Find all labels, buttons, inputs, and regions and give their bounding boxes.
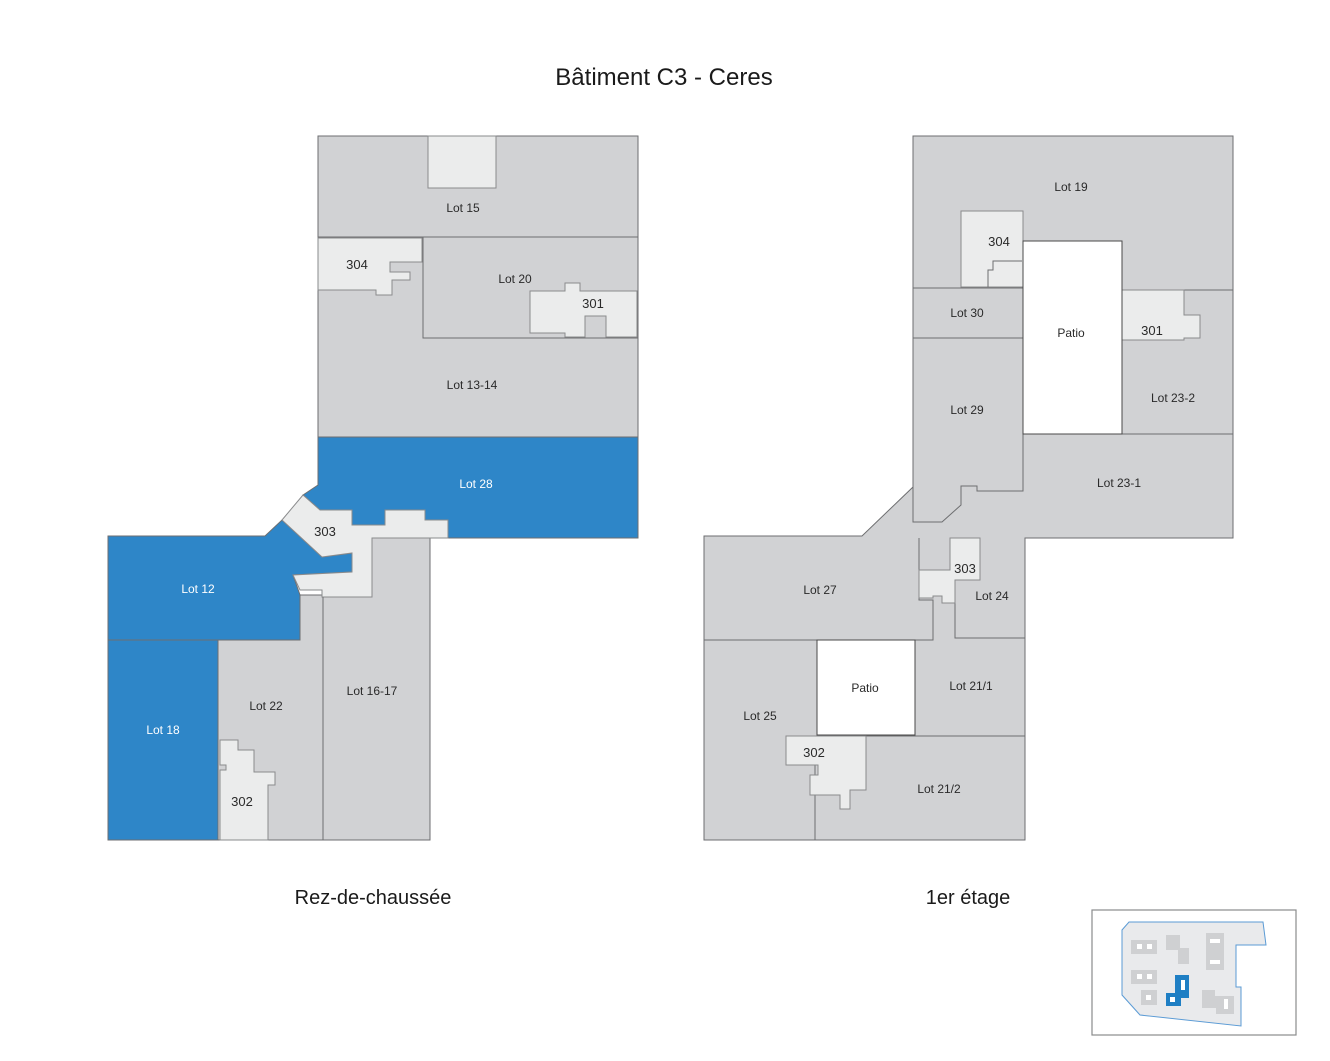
ground-floor-plan: Lot 15 Lot 20 Lot 13-14 Lot 28 Lot 12 Lo…	[107, 135, 639, 909]
ground-floor-title: Rez-de-chaussée	[295, 887, 452, 909]
label-301: 301	[1141, 323, 1163, 338]
label-lot-21-1: Lot 21/1	[949, 679, 993, 693]
label-lot-30: Lot 30	[950, 306, 984, 320]
label-303: 303	[954, 561, 976, 576]
common-304	[317, 237, 423, 296]
first-floor-title: 1er étage	[926, 887, 1011, 909]
label-lot-22: Lot 22	[249, 699, 283, 713]
common-301	[529, 282, 638, 338]
label-lot-23-2: Lot 23-2	[1151, 391, 1195, 405]
minimap-windows	[1137, 939, 1228, 1009]
label-302: 302	[803, 745, 825, 760]
label-lot-21-2: Lot 21/2	[917, 782, 961, 796]
label-lot-25: Lot 25	[743, 709, 777, 723]
common-302	[219, 739, 276, 841]
label-302: 302	[231, 794, 253, 809]
lot-20[interactable]	[422, 236, 639, 339]
label-lot-29: Lot 29	[950, 403, 984, 417]
courtyard-void	[427, 135, 497, 189]
common-301	[1121, 289, 1201, 341]
label-303: 303	[314, 524, 336, 539]
label-lot-19: Lot 19	[1054, 180, 1088, 194]
common-303	[281, 494, 449, 598]
common-304	[960, 210, 1024, 288]
label-lot-15: Lot 15	[446, 201, 480, 215]
patio-2	[816, 639, 916, 736]
label-lot-13-14: Lot 13-14	[447, 378, 498, 392]
first-floor-plan: Lot 19 Lot 30 Lot 29 Patio Lot 23-2 Lot …	[703, 135, 1234, 909]
common-302	[785, 735, 867, 810]
label-patio-1: Patio	[1057, 326, 1085, 340]
label-lot-16-17: Lot 16-17	[347, 684, 398, 698]
label-lot-24: Lot 24	[975, 589, 1009, 603]
label-304: 304	[346, 257, 368, 272]
site-minimap[interactable]	[1091, 909, 1297, 1036]
patio-1	[1022, 240, 1123, 435]
label-lot-18: Lot 18	[146, 723, 180, 737]
page-title: Bâtiment C3 - Ceres	[555, 64, 772, 91]
label-304: 304	[988, 234, 1010, 249]
common-303	[918, 537, 981, 604]
label-patio-2: Patio	[851, 681, 879, 695]
label-lot-28: Lot 28	[459, 477, 493, 491]
label-lot-27: Lot 27	[803, 583, 837, 597]
label-lot-12: Lot 12	[181, 582, 215, 596]
label-301: 301	[582, 296, 604, 311]
lot-18[interactable]	[107, 639, 219, 841]
label-lot-23-1: Lot 23-1	[1097, 476, 1141, 490]
label-lot-20: Lot 20	[498, 272, 532, 286]
